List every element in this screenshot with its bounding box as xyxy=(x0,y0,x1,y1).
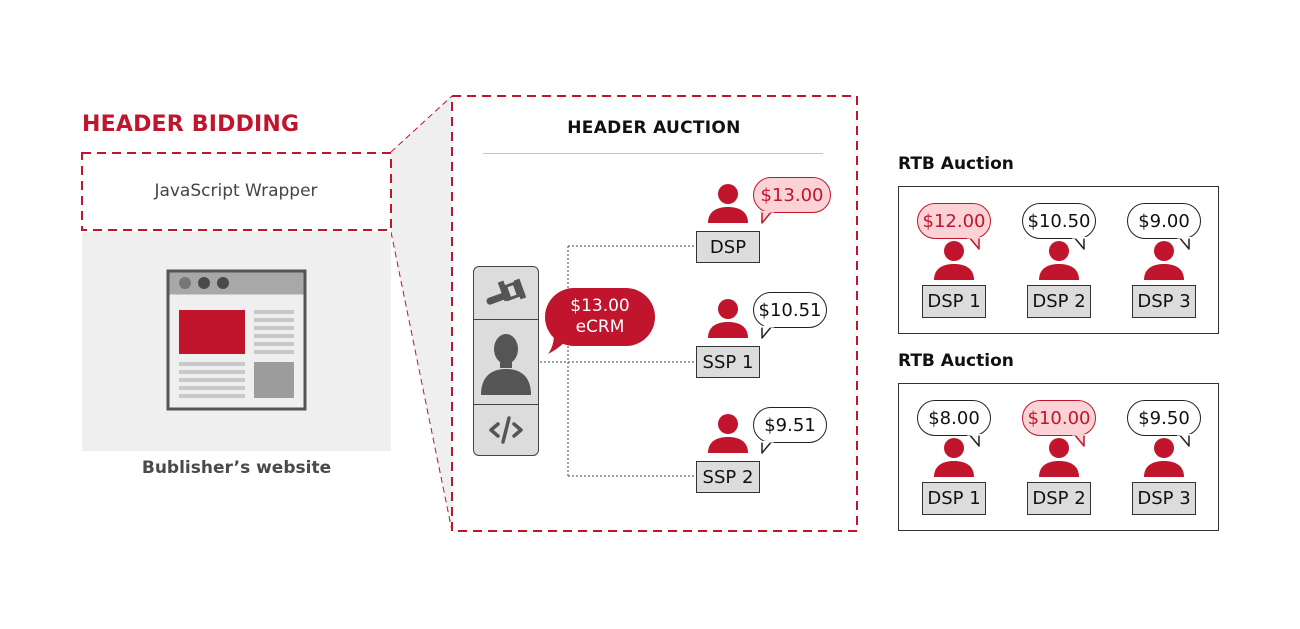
header-auction-divider xyxy=(483,153,823,154)
rtb-auction-title: RTB Auction xyxy=(898,351,1014,371)
bidder-box: DSP 2 xyxy=(1027,482,1091,515)
bid-bubble: $13.00 xyxy=(753,177,831,213)
bidder-box: DSP xyxy=(696,231,760,263)
bidder-person-icon xyxy=(934,241,974,280)
connector-lines xyxy=(540,245,696,477)
bidder-person-icon xyxy=(1039,438,1079,477)
bid-bubble: $9.00 xyxy=(1127,203,1201,239)
bubble-tail xyxy=(1177,237,1191,250)
bidder-person-icon xyxy=(708,184,748,223)
funnel-edge-top xyxy=(390,95,453,153)
wrapper-frame xyxy=(81,152,392,231)
bubble-tail xyxy=(760,326,774,339)
bid-bubble: $10.50 xyxy=(1022,203,1096,239)
wrapper-toolbar xyxy=(473,266,539,456)
bidder-box: DSP 2 xyxy=(1027,285,1091,318)
winning-bid-label: eCRM xyxy=(575,317,625,337)
winning-bid-price: $13.00 xyxy=(570,296,630,316)
bidder-box: SSP 1 xyxy=(696,346,760,378)
bidder-box: DSP 3 xyxy=(1132,482,1196,515)
javascript-wrapper-label: JavaScript Wrapper xyxy=(154,181,318,201)
bid-bubble: $12.00 xyxy=(917,203,991,239)
bid-bubble: $9.50 xyxy=(1127,400,1201,436)
funnel-edge-bottom xyxy=(390,231,453,532)
bidder-person-icon xyxy=(708,414,748,453)
bubble-tail xyxy=(967,237,981,250)
bubble-tail xyxy=(967,434,981,447)
winning-bubble-tail xyxy=(548,330,570,354)
user-icon xyxy=(474,320,538,405)
code-icon xyxy=(474,405,538,455)
bidder-person-icon xyxy=(1144,438,1184,477)
bidder-person-icon xyxy=(708,299,748,338)
bubble-tail xyxy=(1072,434,1086,447)
bid-bubble: $9.51 xyxy=(753,407,827,443)
bidder-box: DSP 1 xyxy=(922,285,986,318)
bidder-box: SSP 2 xyxy=(696,461,760,493)
header-auction-title: HEADER AUCTION xyxy=(567,118,741,138)
bid-bubble: $8.00 xyxy=(917,400,991,436)
zoom-funnel xyxy=(391,96,452,531)
bubble-tail xyxy=(760,211,774,224)
bubble-tail xyxy=(1072,237,1086,250)
bidder-box: DSP 3 xyxy=(1132,285,1196,318)
bidder-person-icon xyxy=(1039,241,1079,280)
bidder-box: DSP 1 xyxy=(922,482,986,515)
publisher-website-panel xyxy=(82,232,391,451)
rtb-auction-title: RTB Auction xyxy=(898,154,1014,174)
bubble-tail xyxy=(1177,434,1191,447)
header-bidding-title: HEADER BIDDING xyxy=(82,112,300,137)
publisher-website-label: Bublisher’s website xyxy=(141,458,332,478)
bidder-person-icon xyxy=(934,438,974,477)
bidder-person-icon xyxy=(1144,241,1184,280)
gavel-icon xyxy=(474,267,538,320)
bid-bubble: $10.00 xyxy=(1022,400,1096,436)
bubble-tail xyxy=(760,441,774,454)
browser-window-icon xyxy=(166,269,307,411)
bid-bubble: $10.51 xyxy=(753,292,827,328)
